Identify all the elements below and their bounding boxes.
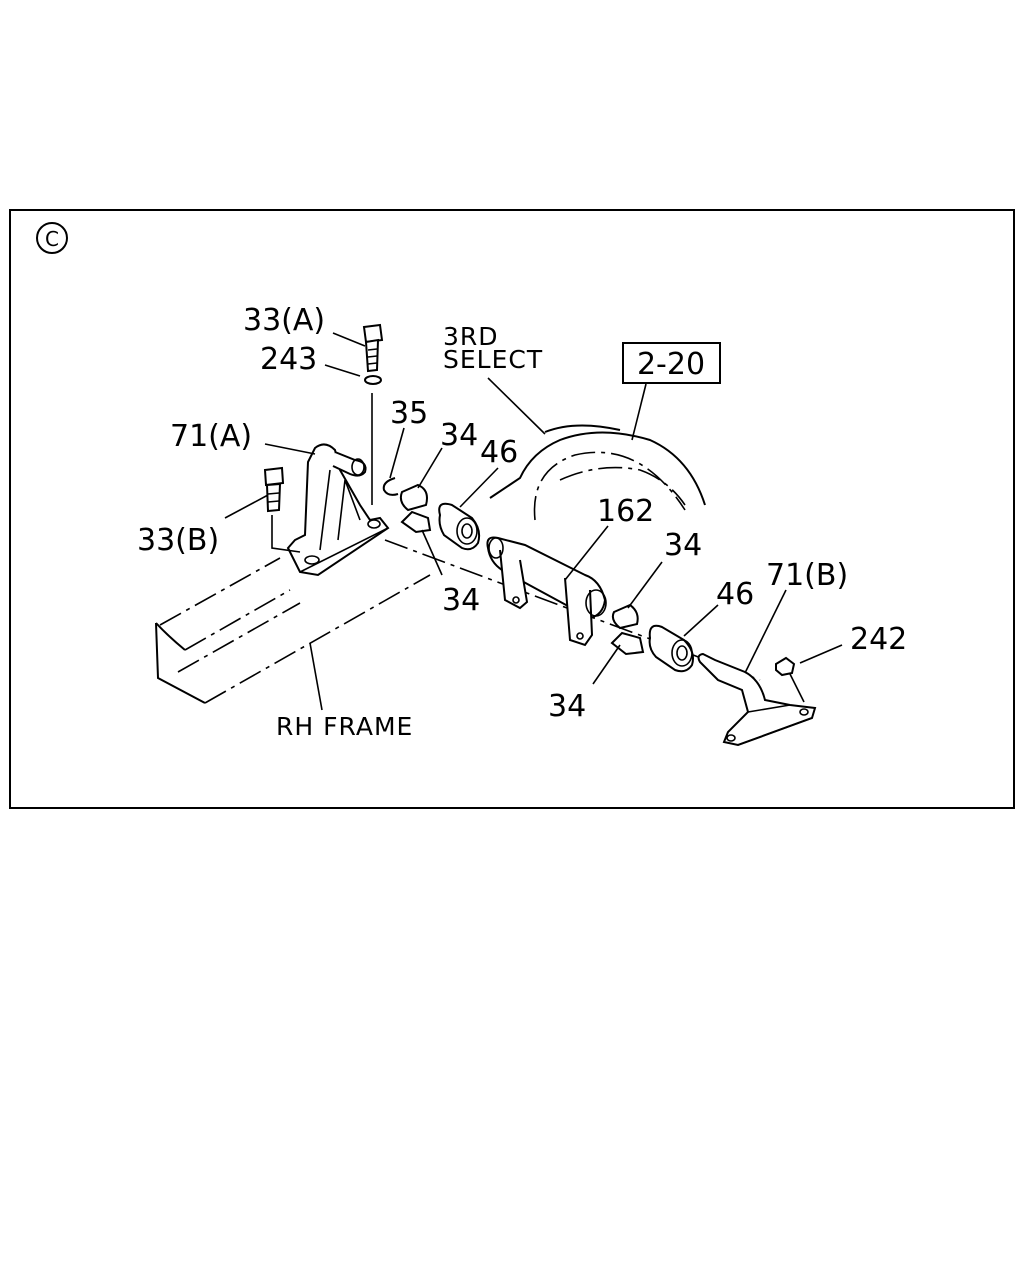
label-washer-243: 243 xyxy=(260,342,317,377)
label-bushing-34-right-lower: 34 xyxy=(548,689,586,724)
section-marker: C xyxy=(36,222,68,254)
label-third-select-line1: 3RD xyxy=(443,322,499,351)
label-third-select-line2: SELECT xyxy=(443,345,543,374)
label-rh-frame: RH FRAME xyxy=(276,712,413,741)
label-bracket-71a: 71(A) xyxy=(170,419,252,454)
label-bushing-34-upper: 34 xyxy=(440,418,478,453)
label-bolt-33a: 33(A) xyxy=(243,303,325,338)
label-bushing-46-left: 46 xyxy=(480,435,518,470)
label-shaft-162: 162 xyxy=(597,494,654,529)
label-bushing-46-right: 46 xyxy=(716,577,754,612)
bracket-71b xyxy=(697,652,817,747)
bushing-46-right xyxy=(648,624,694,673)
label-bushing-34-lower: 34 xyxy=(442,583,480,618)
bushing-half-34-lower xyxy=(400,510,432,534)
shaft-162 xyxy=(486,536,607,647)
diagram-border xyxy=(9,209,1015,809)
nut-242 xyxy=(775,656,805,703)
label-bushing-34-right-upper: 34 xyxy=(664,528,702,563)
section-marker-letter: C xyxy=(45,227,59,251)
bolt-33b xyxy=(263,466,301,553)
rh-frame-rail xyxy=(155,557,431,704)
reference-box-label: 2-20 xyxy=(637,347,705,382)
bracket-71a xyxy=(286,443,390,577)
bushing-46-left xyxy=(438,502,481,551)
label-nut-242: 242 xyxy=(850,622,907,657)
bushing-half-34-right-upper xyxy=(611,603,639,630)
label-pin-35: 35 xyxy=(390,396,428,431)
third-select-linkage xyxy=(489,424,706,521)
snap-ring-35 xyxy=(382,477,399,496)
reference-box[interactable]: 2-20 xyxy=(622,342,721,384)
label-bolt-33b: 33(B) xyxy=(137,523,219,558)
bushing-half-34-upper xyxy=(399,483,428,512)
leader-lines xyxy=(224,332,843,711)
bushing-half-34-right-lower xyxy=(610,631,645,656)
label-bracket-71b: 71(B) xyxy=(766,558,848,593)
bolt-33a xyxy=(362,323,384,505)
